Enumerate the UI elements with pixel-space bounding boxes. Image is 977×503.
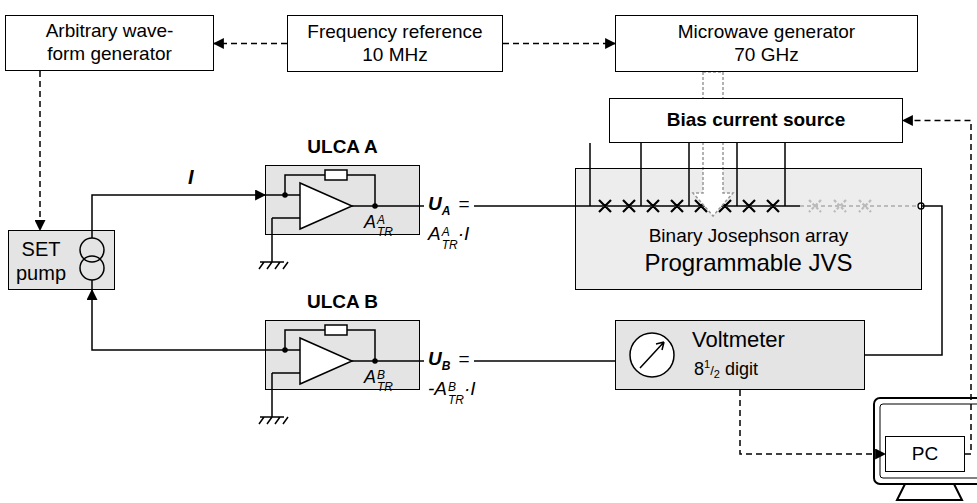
subscript: TR [377, 381, 393, 394]
box-label: Frequency reference 10 MHz [305, 21, 485, 67]
source-box: Bias current source [609, 98, 903, 143]
wire [92, 290, 265, 350]
array-line-disabled [800, 205, 918, 207]
gain-symbol: AATR [364, 212, 393, 239]
monitor-frame [874, 398, 977, 484]
index-stack: BTR [377, 369, 393, 394]
amplifier-box: ULCA BABTR [265, 320, 420, 390]
current-source-symbol [80, 230, 104, 290]
source-wire [91, 230, 93, 290]
wire [590, 143, 785, 206]
gain-letter: A [364, 367, 376, 387]
wire [92, 195, 265, 230]
equals-sign: = [458, 348, 469, 369]
reference-box: Frequency reference 10 MHz [287, 15, 503, 72]
equation-line: UB = [424, 347, 474, 373]
voltmeter-fill [615, 320, 865, 390]
meter-circle [630, 333, 674, 377]
superscript: B [448, 381, 464, 394]
superscript: A [442, 226, 458, 239]
index-stack: ATR [377, 214, 393, 239]
jvs-fill [575, 168, 922, 290]
box-label: SET pump [12, 237, 70, 285]
gain-symbol: ABTR [364, 367, 393, 394]
source-circle [80, 238, 104, 262]
array-line [575, 205, 800, 207]
voltage-symbol: U [428, 348, 442, 369]
source-circle [80, 256, 104, 280]
control-link [39, 71, 41, 230]
digit-number: 8 [694, 359, 704, 379]
digit-count: 81/2 digit [694, 359, 758, 380]
computer-box: PC [885, 436, 965, 472]
subscript: B [442, 359, 451, 373]
box-heading: ULCA B [266, 291, 419, 313]
superscript: A [377, 214, 393, 227]
wire [865, 206, 942, 355]
microwave-arrow [693, 72, 733, 216]
control-link [740, 390, 885, 454]
amplifier-symbol [259, 170, 420, 269]
gain-letter: -A [428, 378, 447, 399]
control-link [503, 43, 615, 45]
box-label: Arbitrary wave- form generator [30, 20, 189, 66]
box-label: Bias current source [667, 109, 845, 132]
amplifier-box: ULCA AAATR [265, 165, 420, 235]
amplifier-triangle [300, 183, 352, 229]
feedback-resistor [325, 170, 347, 180]
generator-box: Arbitrary wave- form generator [5, 15, 214, 71]
equation-line: -ABTR·I [424, 377, 480, 406]
monitor-screen [880, 404, 977, 478]
box-label: Microwave generator 70 GHz [666, 21, 867, 67]
set-pump-fill [8, 230, 115, 290]
equals-sign: = [458, 193, 469, 214]
pump-box: SET pump [8, 230, 115, 290]
fraction-denominator: 2 [714, 368, 720, 380]
fraction-numerator: 1 [704, 358, 710, 370]
voltage-symbol: U [428, 193, 442, 214]
subscript: TR [377, 226, 393, 239]
meter-needle [640, 342, 664, 368]
box-heading: Programmable JVS [576, 249, 921, 277]
generator-box: Microwave generator 70 GHz [615, 15, 918, 72]
amplifier-symbol [259, 325, 420, 424]
subscript: A [442, 204, 451, 218]
subscript: TR [442, 239, 458, 252]
subscript: TR [448, 394, 464, 407]
junction-dot [283, 193, 287, 197]
box-heading: ULCA A [266, 136, 419, 158]
current-factor: ·I [458, 223, 470, 244]
ground-symbol [259, 262, 288, 269]
control-link [903, 121, 971, 455]
equation-line: UA = [424, 192, 474, 218]
voltage-standard-box: Binary Josephson arrayProgrammable JVS [575, 168, 922, 290]
index-stack: BTR [448, 381, 464, 406]
box-label: PC [912, 443, 938, 466]
superscript: B [377, 369, 393, 382]
current-label: I [186, 166, 196, 189]
box-label: Binary Josephson array [576, 225, 921, 247]
index-stack: ATR [442, 226, 458, 251]
current-factor: ·I [464, 378, 476, 399]
meter-symbol [630, 333, 674, 377]
control-link [214, 43, 287, 45]
box-heading: Voltmeter [692, 327, 785, 353]
junction-dot [373, 204, 377, 208]
fraction-bar: / [710, 363, 714, 378]
gain-letter: A [364, 212, 376, 232]
computer-monitor [874, 398, 977, 500]
amplifier-wires [265, 175, 420, 262]
josephson-array [575, 200, 924, 212]
digit-word: digit [725, 359, 758, 379]
equation-line: AATR·I [424, 222, 473, 251]
monitor-stand [897, 484, 962, 500]
gain-letter: A [428, 223, 441, 244]
junction-crosses-disabled [809, 200, 871, 212]
voltmeter-box: Voltmeter 81/2 digit [615, 320, 865, 390]
